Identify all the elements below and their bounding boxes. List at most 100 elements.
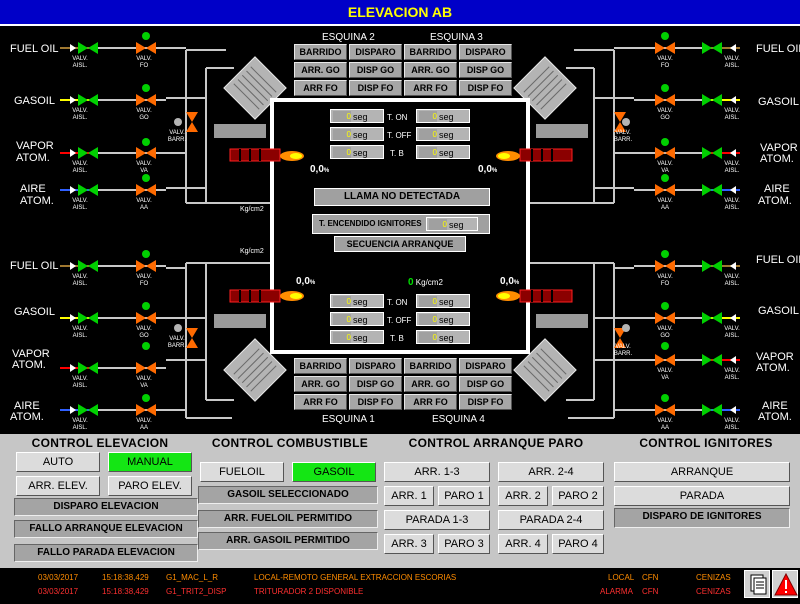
- pct-reading-c1: 0,0%: [296, 276, 316, 287]
- valve-label: VALV.AISL.: [724, 326, 740, 339]
- parada-2-4-button[interactable]: PARADA 2-4: [498, 510, 604, 530]
- corner-3-disparo[interactable]: DISPARO: [459, 44, 512, 60]
- label-aire-upper-right: AIRE: [764, 183, 790, 195]
- corner-4-barrido[interactable]: BARRIDO: [404, 358, 457, 374]
- alarm-state: ALARMA: [600, 587, 633, 596]
- arr-4-button[interactable]: ARR. 4: [498, 534, 548, 554]
- corner-1-disp-go[interactable]: DISP GO: [349, 376, 402, 392]
- arr-fueloil-permitido-status: ARR. FUELOIL PERMITIDO: [198, 510, 378, 528]
- alarm-pages-icon[interactable]: [744, 570, 770, 598]
- alarm-state: LOCAL: [608, 573, 635, 582]
- parada-1-3-button[interactable]: PARADA 1-3: [384, 510, 490, 530]
- pct-reading-c4: 0,0%: [500, 276, 520, 287]
- gasoil-button[interactable]: GASOIL: [292, 462, 376, 482]
- label-vapor-upper-left: VAPOR: [16, 140, 54, 152]
- corner-2-barrido[interactable]: BARRIDO: [294, 44, 347, 60]
- valve-label: VALV.BARR.: [167, 336, 187, 349]
- corner-2-disp-fo[interactable]: DISP FO: [349, 80, 402, 96]
- fallo-parada-status: FALLO PARADA ELEVACION: [14, 544, 198, 562]
- label-fuel-oil-upper-right: FUEL OIL: [756, 43, 800, 55]
- auto-button[interactable]: AUTO: [16, 452, 100, 472]
- corner-3-arr-go[interactable]: ARR. GO: [404, 62, 457, 78]
- label-gasoil-upper-left: GASOIL: [14, 95, 55, 107]
- valve-label: VALV.AISL.: [724, 418, 740, 431]
- arr-elev-button[interactable]: ARR. ELEV.: [16, 476, 100, 496]
- paro-4-button[interactable]: PARO 4: [552, 534, 604, 554]
- valve-label: VALV.VA: [657, 368, 673, 381]
- corner-1-disp-fo[interactable]: DISP FO: [349, 394, 402, 410]
- valve-label: VALV.FO: [657, 56, 673, 69]
- valve-label: VALV.AISL.: [72, 56, 88, 69]
- corner-2-arr-go[interactable]: ARR. GO: [294, 62, 347, 78]
- timer-b-label-bottom: T. B: [390, 334, 404, 343]
- alarm-tag: G1_MAC_L_R: [166, 573, 219, 582]
- label-vapor-atom-lower-left: ATOM.: [12, 359, 46, 371]
- corner-4-disp-go[interactable]: DISP GO: [459, 376, 512, 392]
- timer-off-label-bottom: T. OFF: [387, 316, 412, 325]
- corner-1-barrido[interactable]: BARRIDO: [294, 358, 347, 374]
- arr-2-button[interactable]: ARR. 2: [498, 486, 548, 506]
- burner-piping-diagram: [60, 32, 740, 419]
- paro-1-button[interactable]: PARO 1: [438, 486, 490, 506]
- valve-label: VALV.AA: [136, 198, 152, 211]
- gasoil-seleccionado-status: GASOIL SELECCIONADO: [198, 486, 378, 504]
- valve-label: VALV.FO: [657, 274, 673, 287]
- arr-3-button[interactable]: ARR. 3: [384, 534, 434, 554]
- corner-4-arr-go[interactable]: ARR. GO: [404, 376, 457, 392]
- arr-2-4-button[interactable]: ARR. 2-4: [498, 462, 604, 482]
- label-vapor-upper-right: VAPOR: [760, 142, 798, 154]
- paro-2-button[interactable]: PARO 2: [552, 486, 604, 506]
- arr-1-button[interactable]: ARR. 1: [384, 486, 434, 506]
- label-vapor-atom-upper-right: ATOM.: [760, 153, 794, 165]
- alarm-tag: G1_TRIT2_DISP: [166, 587, 227, 596]
- corner-2-disp-go[interactable]: DISP GO: [349, 62, 402, 78]
- valve-label: VALV.AISL.: [724, 56, 740, 69]
- corner-3-disp-fo[interactable]: DISP FO: [459, 80, 512, 96]
- arr-1-3-button[interactable]: ARR. 1-3: [384, 462, 490, 482]
- paro-elev-button[interactable]: PARO ELEV.: [108, 476, 192, 496]
- corner-4-disparo[interactable]: DISPARO: [459, 358, 512, 374]
- valve-label: VALV.AISL.: [724, 198, 740, 211]
- valve-label: VALV.AA: [657, 198, 673, 211]
- corner-2-disparo[interactable]: DISPARO: [349, 44, 402, 60]
- corner-3-arr-fo[interactable]: ARR FO: [404, 80, 457, 96]
- corner-1-arr-go[interactable]: ARR. GO: [294, 376, 347, 392]
- corner-3-label: ESQUINA 3: [430, 32, 483, 43]
- valve-label: VALV.AA: [657, 418, 673, 431]
- corner-3-barrido[interactable]: BARRIDO: [404, 44, 457, 60]
- corner-2-arr-fo[interactable]: ARR FO: [294, 80, 347, 96]
- corner-3-disp-go[interactable]: DISP GO: [459, 62, 512, 78]
- timer-off-label-top: T. OFF: [387, 131, 412, 140]
- paro-3-button[interactable]: PARO 3: [438, 534, 490, 554]
- corner-1-disparo[interactable]: DISPARO: [349, 358, 402, 374]
- valve-label: VALV.VA: [136, 161, 152, 174]
- alarm-cfn: CFN: [642, 587, 659, 596]
- valve-label: VALV.FO: [136, 56, 152, 69]
- alarm-date: 03/03/2017: [38, 587, 79, 596]
- label-atom-upper-left: ATOM.: [16, 152, 50, 164]
- fueloil-button[interactable]: FUELOIL: [200, 462, 284, 482]
- alarm-warning-icon[interactable]: [772, 570, 798, 598]
- manual-button[interactable]: MANUAL: [108, 452, 192, 472]
- pressure-unit-2: Kg/cm2: [240, 248, 264, 255]
- parada-ignitores-button[interactable]: PARADA: [614, 486, 790, 506]
- burner-mimic: FUEL OIL GASOIL VAPOR ATOM. AIRE ATOM. F…: [0, 28, 800, 434]
- label-fuel-oil-lower-left: FUEL OIL: [10, 260, 59, 272]
- corner-1-arr-fo[interactable]: ARR FO: [294, 394, 347, 410]
- corner-4-arr-fo[interactable]: ARR FO: [404, 394, 457, 410]
- label-vapor-lower-right: VAPOR: [756, 351, 794, 363]
- label-aire-upper-left: AIRE: [20, 183, 46, 195]
- label-aire-atom-upper-right: ATOM.: [758, 195, 792, 207]
- label-aire-lower-left: AIRE: [14, 400, 40, 412]
- corner-4-disp-fo[interactable]: DISP FO: [459, 394, 512, 410]
- arranque-ignitores-button[interactable]: ARRANQUE: [614, 462, 790, 482]
